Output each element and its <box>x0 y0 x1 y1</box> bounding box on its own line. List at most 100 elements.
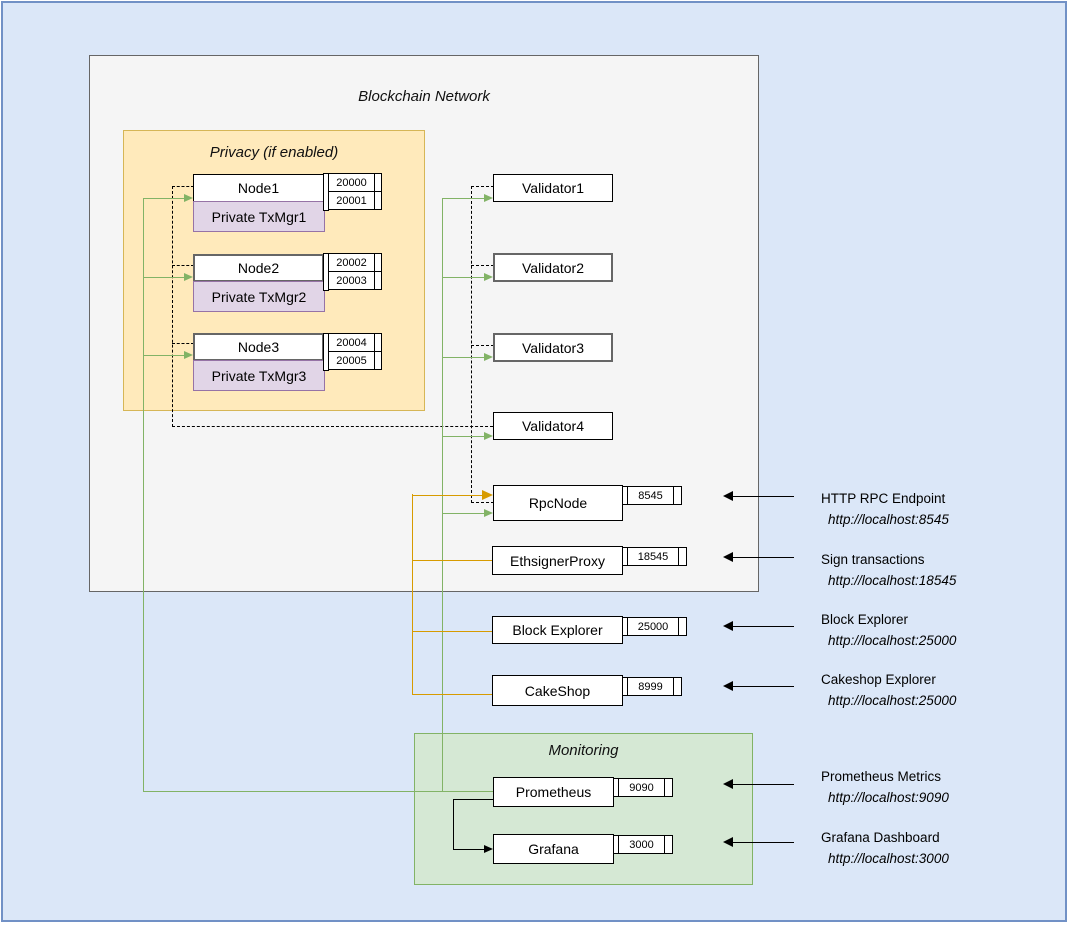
prometheus-port: 9090 <box>613 778 673 797</box>
annotation-sign-transactions: Sign transactions http://localhost:18545 <box>821 549 1006 591</box>
node3-port-2: 20005 <box>328 351 375 370</box>
connector-prometheus-grafana-vertical <box>453 799 454 849</box>
port-8999: 8999 <box>627 677 674 696</box>
privacy-title: Privacy (if enabled) <box>209 144 339 161</box>
arrow-annotation-cakeshop <box>723 681 794 691</box>
port-18545: 18545 <box>627 547 679 566</box>
port-spacer <box>374 333 382 352</box>
connector-green-prometheus-horizontal <box>143 791 493 792</box>
rpcnode-box: RpcNode <box>493 485 623 521</box>
node1-ports: 20000 20001 <box>323 173 382 211</box>
node2-port-1: 20002 <box>328 253 375 272</box>
node3-ports: 20004 20005 <box>323 333 382 371</box>
annotation-prometheus: Prometheus Metrics http://localhost:9090 <box>821 766 1006 808</box>
connector-dashed-nodes-vertical <box>172 186 173 427</box>
block-explorer-port: 25000 <box>622 617 687 636</box>
arrow-annotation-grafana <box>723 837 794 847</box>
node1-label: Node1 <box>237 180 280 196</box>
cakeshop-label: CakeShop <box>524 682 591 699</box>
annotation-title: Grafana Dashboard <box>821 830 940 845</box>
annotation-url: http://localhost:18545 <box>828 573 957 588</box>
port-spacer <box>374 253 382 272</box>
annotation-url: http://localhost:25000 <box>828 633 957 648</box>
node3-port-1: 20004 <box>328 333 375 352</box>
arrow-green-validator4 <box>443 431 493 441</box>
validator3-label: Validator3 <box>521 339 584 356</box>
port-spacer <box>374 271 382 290</box>
connector-dashed-main-horizontal <box>172 426 493 427</box>
port-9090: 9090 <box>618 778 665 797</box>
arrow-annotation-prometheus <box>723 779 794 789</box>
node2-label: Node2 <box>237 260 280 276</box>
ethsignerproxy-box: EthsignerProxy <box>492 546 623 575</box>
node2-box: Node2 <box>193 254 324 282</box>
annotation-cakeshop: Cakeshop Explorer http://localhost:25000 <box>821 669 1006 711</box>
annotation-block-explorer: Block Explorer http://localhost:25000 <box>821 609 1006 651</box>
annotation-title: Cakeshop Explorer <box>821 672 936 687</box>
cakeshop-port: 8999 <box>622 677 682 696</box>
validator3-box: Validator3 <box>493 333 613 362</box>
port-spacer <box>673 677 682 696</box>
port-25000: 25000 <box>627 617 679 636</box>
port-3000: 3000 <box>618 835 665 854</box>
arrow-green-node3 <box>144 350 193 360</box>
validator1-box: Validator1 <box>493 174 613 202</box>
annotation-title: Prometheus Metrics <box>821 769 942 784</box>
validator4-box: Validator4 <box>493 412 613 440</box>
arrow-annotation-rpc <box>723 491 794 501</box>
block-explorer-box: Block Explorer <box>492 616 623 644</box>
ethsignerproxy-port: 18545 <box>622 547 687 566</box>
port-spacer <box>664 835 673 854</box>
port-spacer <box>678 547 687 566</box>
arrow-annotation-block-explorer <box>723 621 794 631</box>
grafana-port: 3000 <box>613 835 673 854</box>
blockchain-network-title: Blockchain Network <box>358 88 490 105</box>
annotation-title: Sign transactions <box>821 552 925 567</box>
arrow-green-node1 <box>144 193 193 203</box>
arrow-orange-rpcnode <box>412 489 493 501</box>
connector-dashed-node2-stub <box>172 265 194 266</box>
connector-orange-vertical <box>412 494 413 695</box>
annotation-url: http://localhost:3000 <box>828 851 949 866</box>
annotation-http-rpc: HTTP RPC Endpoint http://localhost:8545 <box>821 488 1006 530</box>
validator4-label: Validator4 <box>521 418 584 434</box>
monitoring-title: Monitoring <box>548 742 619 759</box>
connector-dashed-validator2-stub <box>471 265 494 266</box>
annotation-title: Block Explorer <box>821 612 909 627</box>
connector-dashed-rpcnode-stub <box>471 502 494 503</box>
connector-orange-cakeshop <box>412 694 493 695</box>
prometheus-box: Prometheus <box>493 777 614 807</box>
port-spacer <box>673 486 682 505</box>
node1-port-2: 20001 <box>328 191 375 210</box>
txmgr2-label: Private TxMgr2 <box>211 288 307 305</box>
node2-port-2: 20003 <box>328 271 375 290</box>
connector-dashed-validators-vertical <box>471 186 472 503</box>
arrow-green-validator3 <box>443 352 493 362</box>
node3-box: Node3 <box>193 333 324 361</box>
connector-green-nodes-vertical <box>143 198 144 792</box>
annotation-title: HTTP RPC Endpoint <box>821 491 946 506</box>
prometheus-label: Prometheus <box>515 784 592 800</box>
rpcnode-label: RpcNode <box>528 495 588 511</box>
block-explorer-label: Block Explorer <box>512 622 603 638</box>
monitoring-box <box>414 733 753 885</box>
rpcnode-port: 8545 <box>622 486 682 505</box>
connector-dashed-node3-stub <box>172 343 194 344</box>
txmgr1-box: Private TxMgr1 <box>193 201 325 232</box>
arrow-green-validator1 <box>443 193 493 203</box>
port-spacer <box>374 351 382 370</box>
arrow-green-validator2 <box>443 272 493 282</box>
grafana-label: Grafana <box>528 841 579 857</box>
connector-orange-ethsigner <box>412 560 493 561</box>
node1-box: Node1 <box>193 174 324 202</box>
node3-label: Node3 <box>237 339 280 355</box>
port-spacer <box>678 617 687 636</box>
txmgr3-box: Private TxMgr3 <box>193 360 325 391</box>
txmgr2-box: Private TxMgr2 <box>193 281 325 312</box>
validator1-label: Validator1 <box>521 180 584 196</box>
arrow-annotation-sign <box>723 552 794 562</box>
annotation-url: http://localhost:25000 <box>828 693 957 708</box>
connector-prometheus-out <box>453 799 493 800</box>
annotation-url: http://localhost:8545 <box>828 512 949 527</box>
